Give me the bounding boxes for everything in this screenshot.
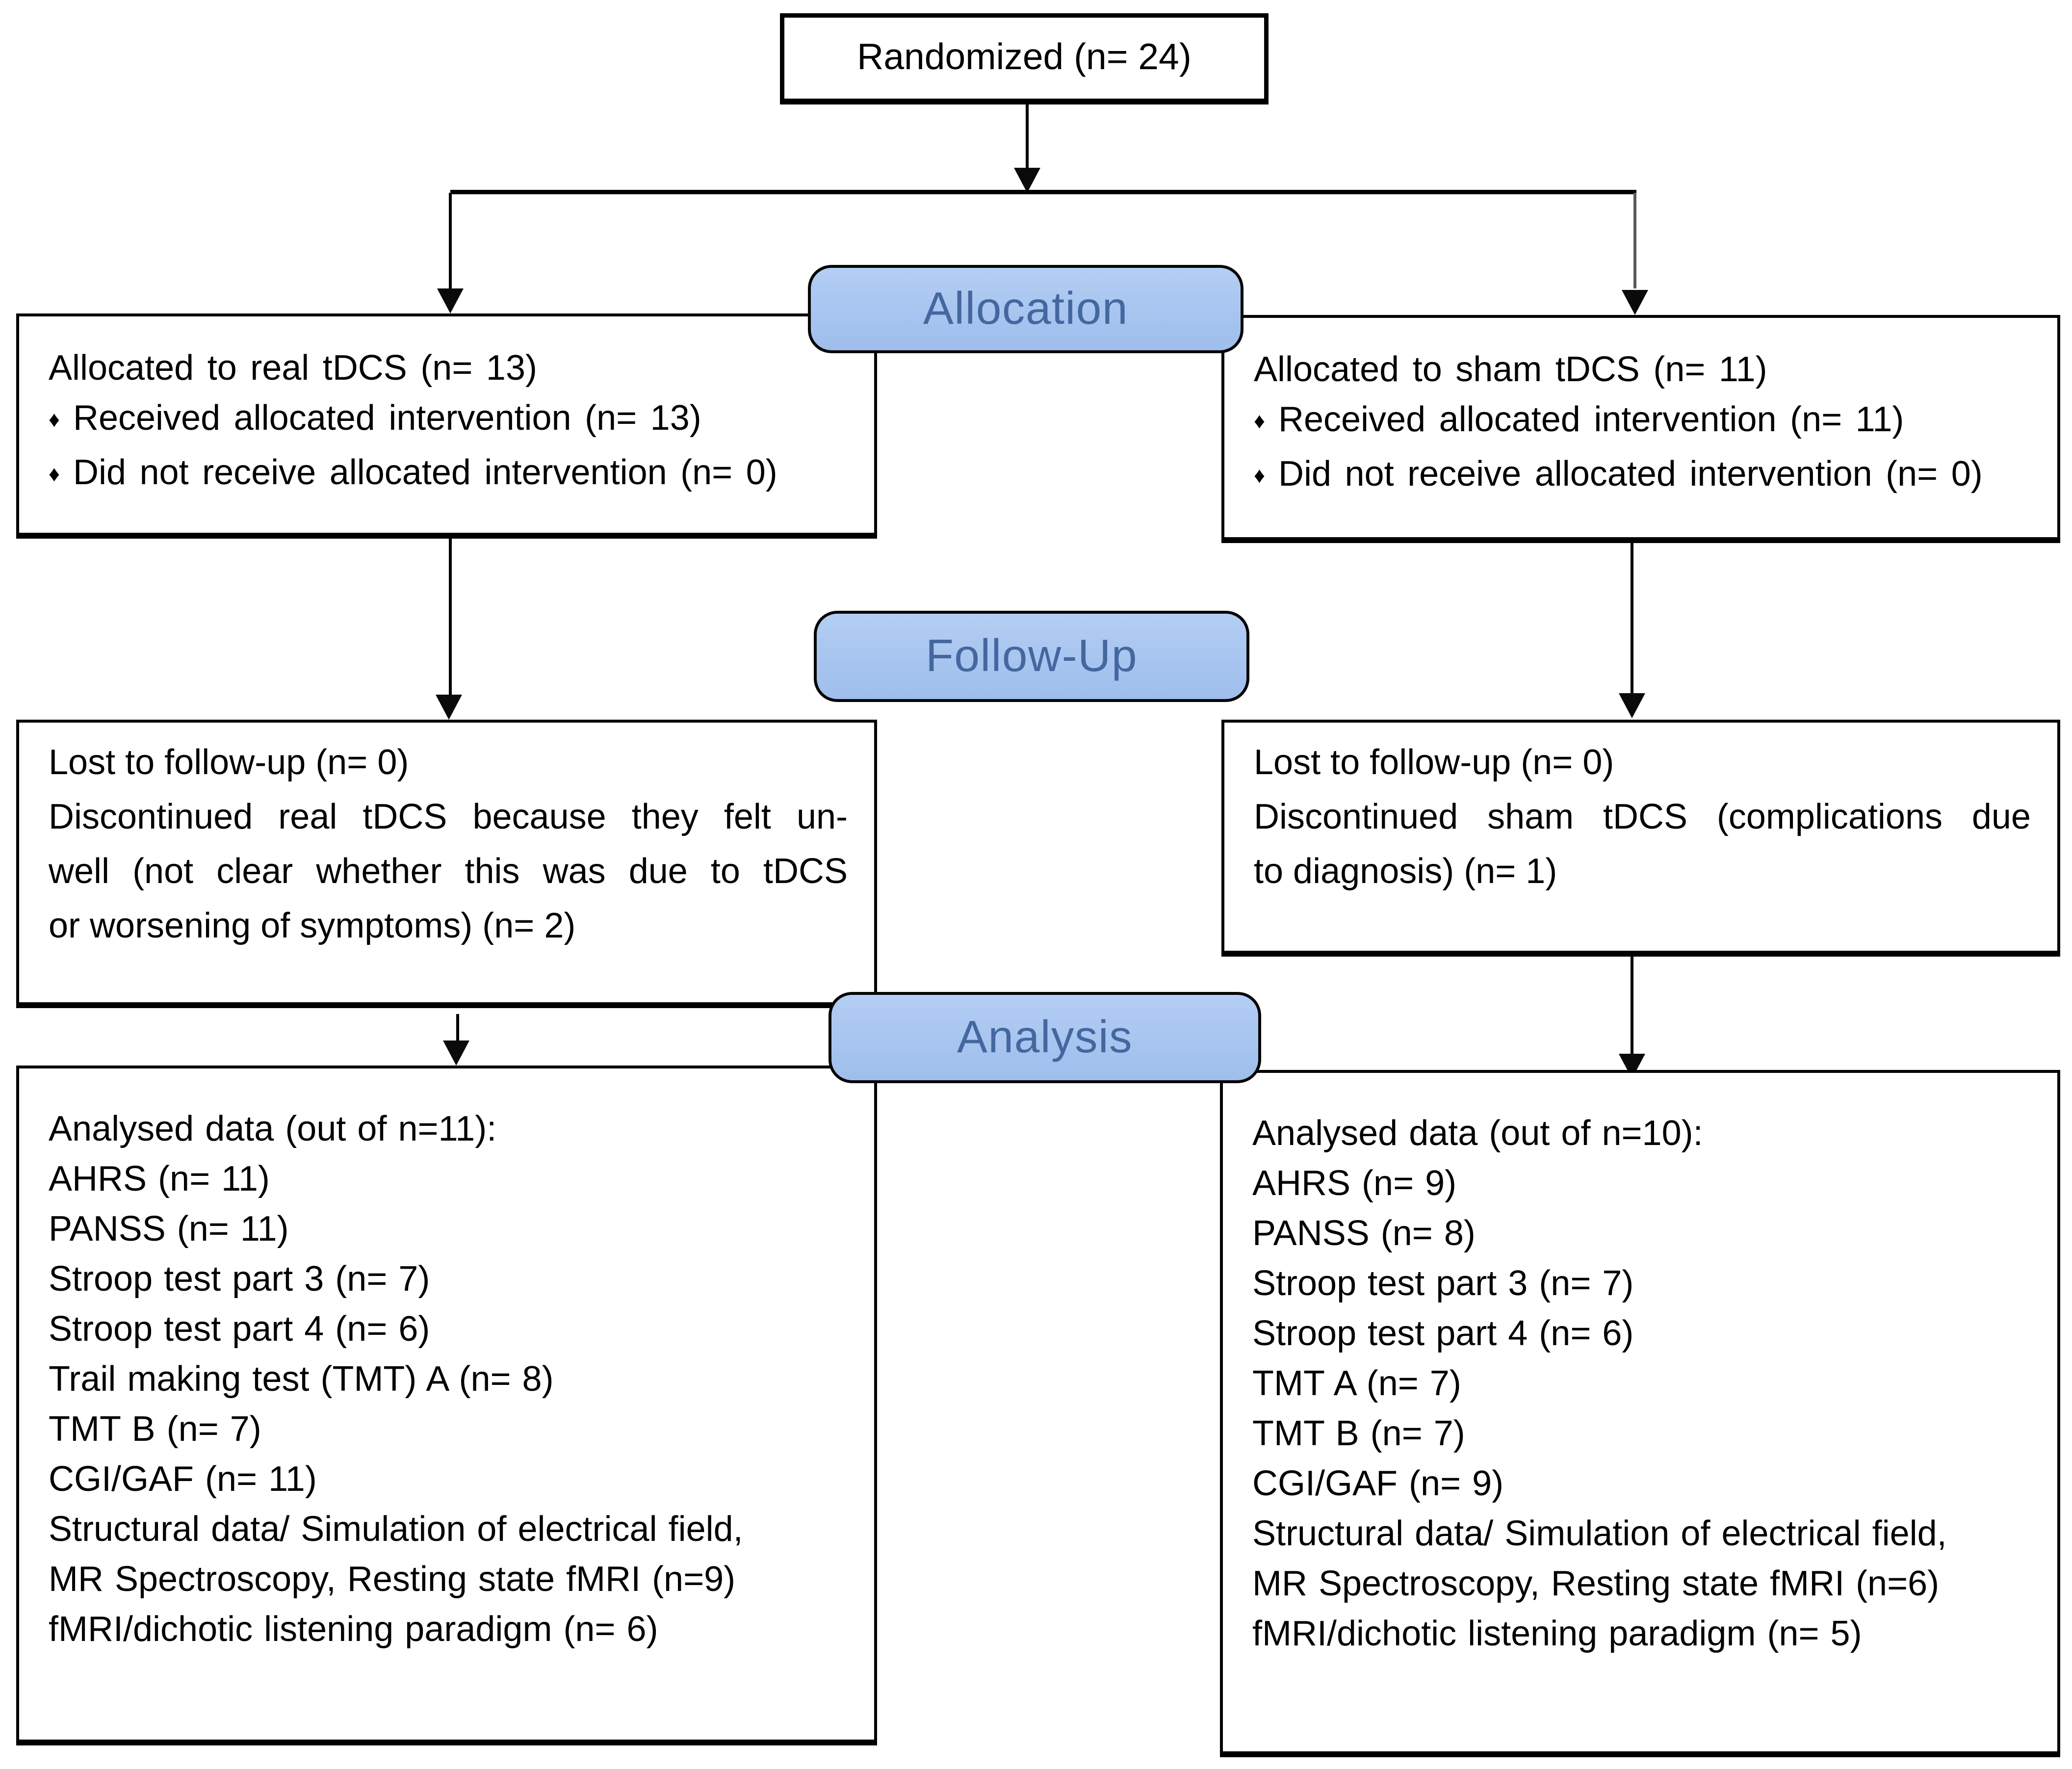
analysis-item: Stroop test part 3 (n= 7)	[1252, 1264, 1634, 1304]
analysis-item: TMT A (n= 7)	[1252, 1364, 1461, 1404]
connector-randomized-down	[1026, 104, 1029, 171]
allocation-left-header: Allocated to real tDCS (n= 13)	[49, 349, 537, 389]
analysis-item: AHRS (n= 11)	[49, 1160, 270, 1199]
analysis-item: Stroop test part 4 (n= 6)	[1252, 1314, 1634, 1354]
follow-up-right-box: Lost to follow-up (n= 0) Discontinued sh…	[1221, 720, 2060, 957]
paragraph-line: Discontinued sham tDCS (complications du…	[1254, 798, 2031, 837]
diamond-bullet-icon: ♦	[49, 408, 60, 433]
randomized-box: Randomized (n= 24)	[780, 13, 1269, 104]
connector-right-drop	[1633, 193, 1636, 288]
analysis-item: Stroop test part 4 (n= 6)	[49, 1310, 430, 1350]
bullet-text: Did not receive allocated intervention (…	[73, 453, 777, 493]
arrowhead-left-drop-icon	[437, 288, 464, 313]
analysis-right-header: Analysed data (out of n=10):	[1252, 1114, 1703, 1154]
connector-branch-horizontal	[450, 190, 1636, 194]
diamond-bullet-icon: ♦	[1254, 409, 1265, 434]
analysis-item: Structural data/ Simulation of electrica…	[49, 1510, 743, 1550]
diamond-bullet-icon: ♦	[49, 462, 60, 487]
allocation-stage-label: Allocation	[923, 283, 1129, 334]
arrowhead-right-alloc-fu-icon	[1619, 693, 1645, 718]
analysis-item: MR Spectroscopy, Resting state fMRI (n=6…	[1252, 1564, 1940, 1604]
bullet-text: Received allocated intervention (n= 11)	[1278, 400, 1904, 440]
allocation-right-box: Allocated to sham tDCS (n= 11) ♦ Received…	[1221, 315, 2060, 543]
bullet-line: ♦ Did not receive allocated intervention …	[1254, 450, 2034, 505]
follow-up-right-line1: Lost to follow-up (n= 0)	[1254, 743, 1614, 783]
allocation-right-bullets: ♦ Received allocated intervention (n= 11)…	[1254, 396, 2034, 505]
allocation-right-header: Allocated to sham tDCS (n= 11)	[1254, 350, 1767, 390]
analysis-item: fMRI/dichotic listening paradigm (n= 5)	[1252, 1614, 1862, 1654]
arrowhead-randomized-icon	[1014, 168, 1040, 193]
arrowhead-left-fu-analysis-icon	[443, 1041, 469, 1066]
diamond-bullet-icon: ♦	[1254, 464, 1265, 489]
analysis-right-box: Analysed data (out of n=10): AHRS (n= 9)…	[1220, 1070, 2060, 1757]
analysis-left-box: Analysed data (out of n=11): AHRS (n= 11…	[16, 1066, 877, 1745]
bullet-line: ♦ Received allocated intervention (n= 13)	[49, 394, 851, 449]
bullet-text: Received allocated intervention (n= 13)	[73, 399, 701, 439]
analysis-item: MR Spectroscopy, Resting state fMRI (n=9…	[49, 1560, 736, 1600]
analysis-item: CGI/GAF (n= 11)	[49, 1460, 317, 1500]
allocation-stage-pill: Allocation	[808, 265, 1243, 353]
analysis-right-items: AHRS (n= 9) PANSS (n= 8) Stroop test part …	[1252, 1160, 2040, 1660]
analysis-item: fMRI/dichotic listening paradigm (n= 6)	[49, 1610, 658, 1650]
bullet-text: Did not receive allocated intervention (…	[1278, 455, 1983, 494]
arrowhead-right-drop-icon	[1622, 290, 1648, 315]
analysis-item: PANSS (n= 8)	[1252, 1214, 1476, 1254]
analysis-item: Stroop test part 3 (n= 7)	[49, 1260, 430, 1300]
paragraph-line: to diagnosis) (n= 1)	[1254, 852, 1557, 892]
follow-up-left-box: Lost to follow-up (n= 0) Discontinued re…	[16, 720, 877, 1008]
bullet-line: ♦ Did not receive allocated intervention …	[49, 449, 851, 503]
analysis-item: PANSS (n= 11)	[49, 1210, 289, 1249]
follow-up-right-paragraph: Discontinued sham tDCS (complications du…	[1254, 790, 2031, 899]
connector-right-alloc-fu	[1631, 543, 1633, 695]
bullet-line: ♦ Received allocated intervention (n= 11)	[1254, 396, 2034, 450]
connector-left-drop	[449, 193, 452, 288]
analysis-item: TMT B (n= 7)	[1252, 1414, 1465, 1454]
follow-up-left-line1: Lost to follow-up (n= 0)	[49, 743, 409, 783]
paragraph-line: or worsening of symptoms) (n= 2)	[49, 907, 576, 946]
follow-up-stage-pill: Follow-Up	[814, 611, 1249, 702]
analysis-left-items: AHRS (n= 11) PANSS (n= 11) Stroop test par…	[49, 1155, 856, 1656]
arrowhead-left-alloc-fu-icon	[436, 695, 462, 720]
analysis-item: Structural data/ Simulation of electrica…	[1252, 1514, 1947, 1554]
follow-up-stage-label: Follow-Up	[925, 630, 1138, 681]
paragraph-line: well (not clear whether this was due to …	[49, 852, 848, 892]
analysis-stage-label: Analysis	[957, 1011, 1133, 1063]
allocation-left-bullets: ♦ Received allocated intervention (n= 13)…	[49, 394, 851, 503]
analysis-item: CGI/GAF (n= 9)	[1252, 1464, 1504, 1504]
analysis-stage-pill: Analysis	[829, 992, 1261, 1083]
connector-right-fu-analysis	[1631, 957, 1633, 1057]
connector-left-fu-analysis	[456, 1014, 459, 1043]
analysis-left-header: Analysed data (out of n=11):	[49, 1110, 497, 1149]
randomized-label: Randomized (n= 24)	[857, 37, 1191, 78]
paragraph-line: Discontinued real tDCS because they felt…	[49, 798, 848, 837]
analysis-item: Trail making test (TMT) A (n= 8)	[49, 1360, 554, 1400]
analysis-item: TMT B (n= 7)	[49, 1410, 261, 1450]
connector-left-alloc-fu	[449, 539, 452, 696]
follow-up-left-paragraph: Discontinued real tDCS because they felt…	[49, 790, 848, 954]
allocation-left-box: Allocated to real tDCS (n= 13) ♦ Received…	[16, 313, 877, 539]
analysis-item: AHRS (n= 9)	[1252, 1164, 1457, 1204]
